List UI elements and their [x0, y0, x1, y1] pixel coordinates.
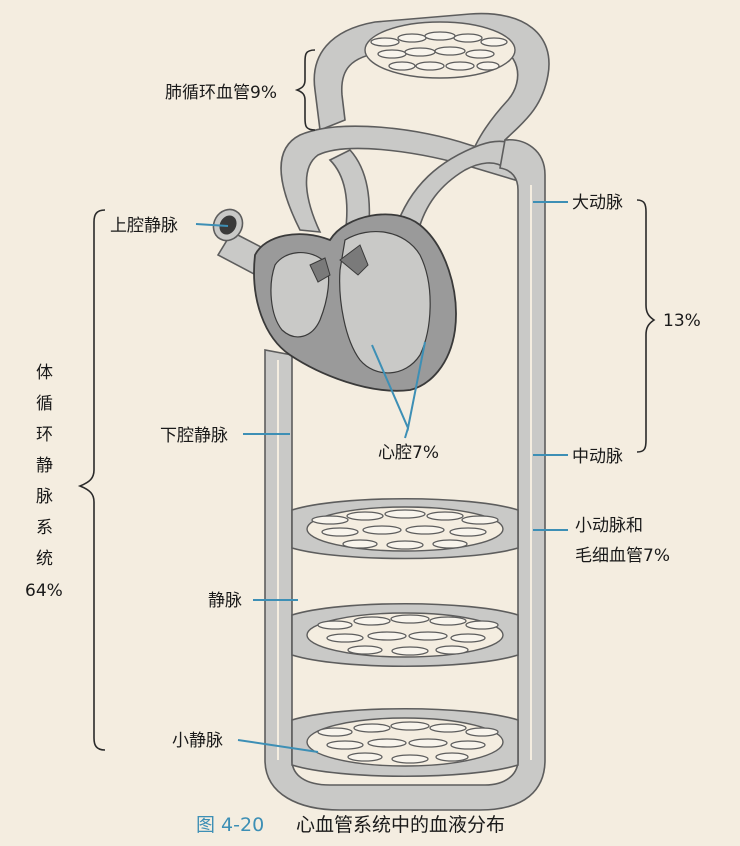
- leader-venules: [237, 739, 319, 753]
- heart: [253, 213, 457, 392]
- systemic-veins-char: 静: [36, 456, 53, 476]
- label-inferior-vena-cava: 下腔静脉: [160, 426, 228, 446]
- label-arterioles-line1: 小动脉和: [575, 516, 643, 536]
- systemic-veins-char: 统: [36, 549, 53, 569]
- systemic-veins-brace: [77, 209, 106, 751]
- label-systemic-veins: 体 循 环 静 脉 系 统 64%: [25, 363, 63, 601]
- label-medium-arteries: 中动脉: [572, 447, 623, 467]
- pulmonary-brace: [294, 49, 316, 131]
- label-venules: 小静脉: [172, 731, 223, 751]
- label-aorta: 大动脉: [572, 193, 623, 213]
- leader-superior-vena-cava: [195, 223, 229, 227]
- pulmonary-capillary-net: [370, 31, 508, 71]
- label-pulmonary: 肺循环血管9%: [165, 83, 277, 103]
- systemic-veins-char: 脉: [36, 487, 53, 507]
- systemic-veins-char: 系: [36, 518, 53, 538]
- capillary-bed-lower: [291, 707, 519, 778]
- pulmonary-circulation: [280, 12, 550, 239]
- systemic-veins-char: 循: [36, 394, 53, 414]
- systemic-veins-char: 体: [36, 363, 53, 383]
- systemic-veins-pct: 64%: [25, 581, 63, 601]
- capillary-bed-upper: [291, 497, 519, 560]
- systemic-veins-char: 环: [36, 425, 53, 445]
- label-superior-vena-cava: 上腔静脉: [110, 216, 178, 236]
- label-heart: 心腔7%: [378, 443, 439, 463]
- capillary-bed-middle: [291, 602, 519, 668]
- label-veins: 静脉: [208, 591, 242, 611]
- figure-caption: 心血管系统中的血液分布: [296, 814, 505, 836]
- systemic-circuit: [264, 139, 546, 811]
- label-arterioles-line2: 毛细血管7%: [575, 546, 670, 566]
- arteries-brace: [636, 199, 656, 453]
- label-arteries-pct: 13%: [663, 311, 701, 331]
- figure-number: 图 4-20: [196, 814, 264, 836]
